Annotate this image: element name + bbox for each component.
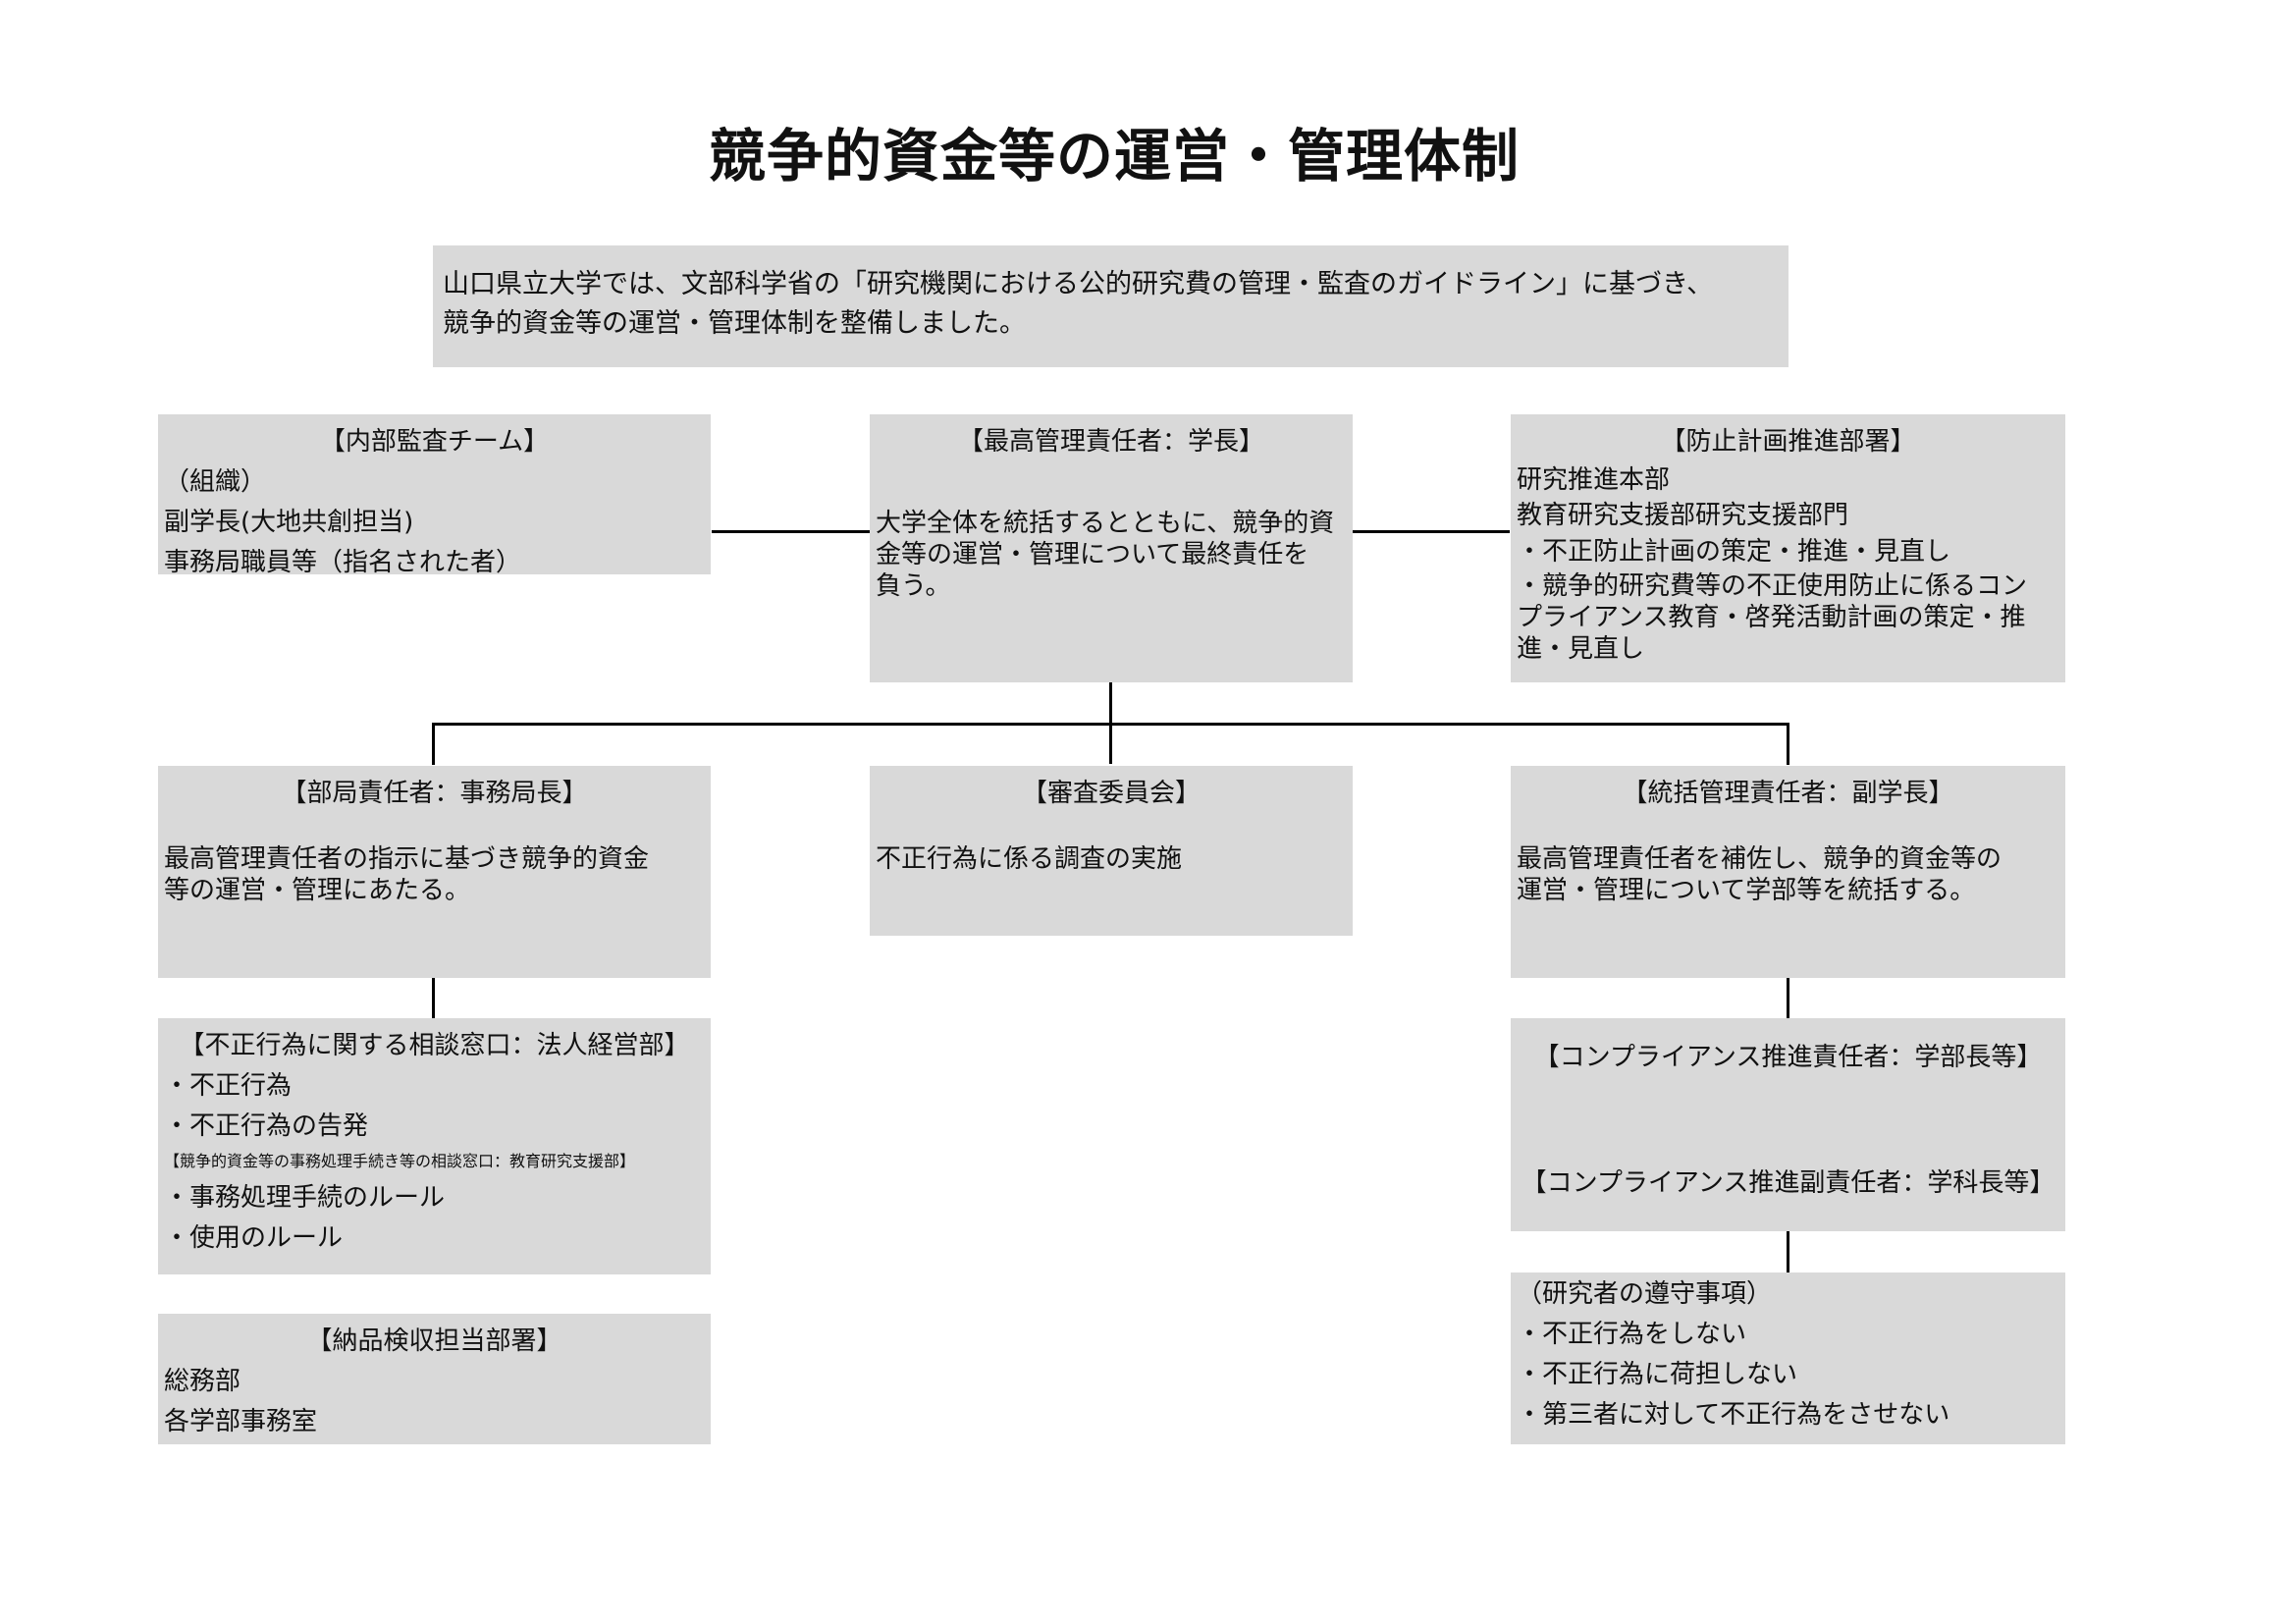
connector-vice-compliance bbox=[1787, 976, 1789, 1018]
prevention-dept-body-line: ・競争的研究費等の不正使用防止に係るコン bbox=[1517, 571, 2028, 601]
prevention-dept-box: 【防止計画推進部署】 研究推進本部 教育研究支援部研究支援部門 ・不正防止計画の… bbox=[1511, 414, 2065, 682]
consultation-line: ・事務処理手続のルール bbox=[164, 1183, 446, 1213]
consultation-line: ・不正行為 bbox=[164, 1071, 293, 1101]
president-body-line: 金等の運営・管理について最終責任を bbox=[876, 540, 1309, 569]
researcher-obligations-line: ・不正行為に荷担しない bbox=[1517, 1360, 1798, 1389]
consultation-line: ・使用のルール bbox=[164, 1223, 344, 1253]
internal-audit-line: 事務局職員等（指名された者） bbox=[164, 548, 522, 574]
vice-president-box: 【統括管理責任者：副学長】 最高管理責任者を補佐し、競争的資金等の 運営・管理に… bbox=[1511, 766, 2065, 978]
connector-bus-bureau bbox=[432, 723, 435, 765]
internal-audit-line: （組織） bbox=[164, 467, 267, 497]
delivery-inspection-line: 各学部事務室 bbox=[164, 1407, 318, 1436]
vice-president-header: 【統括管理責任者：副学長】 bbox=[1622, 779, 1954, 808]
delivery-inspection-header: 【納品検収担当部署】 bbox=[306, 1326, 562, 1356]
delivery-inspection-box: 【納品検収担当部署】 総務部 各学部事務室 bbox=[158, 1314, 711, 1444]
connector-horizontal-bus bbox=[432, 723, 1789, 726]
intro-line-2: 競争的資金等の運営・管理体制を整備しました。 bbox=[443, 308, 1026, 339]
prevention-dept-body-line: プライアンス教育・啓発活動計画の策定・推 bbox=[1517, 603, 2026, 632]
president-body-line: 大学全体を統括するとともに、競争的資 bbox=[876, 509, 1335, 538]
prevention-dept-body-line: 進・見直し bbox=[1517, 634, 1645, 664]
researcher-obligations-header: （研究者の遵守事項） bbox=[1517, 1279, 1773, 1309]
consultation-header: 【不正行為に関する相談窓口：法人経営部】 bbox=[179, 1031, 690, 1060]
prevention-dept-line: 教育研究支援部研究支援部門 bbox=[1517, 501, 1849, 530]
vice-president-body-line: 運営・管理について学部等を統括する。 bbox=[1517, 876, 1976, 905]
president-body-line: 負う。 bbox=[876, 571, 951, 601]
prevention-dept-line: 研究推進本部 bbox=[1517, 465, 1671, 495]
consultation-sub-header: 【競争的資金等の事務処理手続き等の相談窓口：教育研究支援部】 bbox=[164, 1152, 636, 1170]
connector-audit-president bbox=[712, 530, 871, 533]
bureau-box: 【部局責任者：事務局長】 最高管理責任者の指示に基づき競争的資金 等の運営・管理… bbox=[158, 766, 711, 978]
review-committee-body: 不正行為に係る調査の実施 bbox=[876, 844, 1183, 874]
connector-compliance-researcher bbox=[1787, 1231, 1789, 1272]
prevention-dept-line: ・不正防止計画の策定・推進・見直し bbox=[1517, 537, 1951, 567]
connector-president-prevention bbox=[1351, 530, 1510, 533]
researcher-obligations-line: ・第三者に対して不正行為をさせない bbox=[1517, 1400, 1950, 1430]
bureau-body-line: 等の運営・管理にあたる。 bbox=[164, 876, 471, 905]
internal-audit-line: 副学長(大地共創担当) bbox=[164, 508, 414, 537]
bureau-header: 【部局責任者：事務局長】 bbox=[281, 779, 588, 808]
connector-bureau-consult bbox=[432, 976, 435, 1018]
connector-bus-vice bbox=[1787, 723, 1789, 765]
compliance-head-header: 【コンプライアンス推進責任者：学部長等】 bbox=[1533, 1043, 2043, 1072]
president-box: 【最高管理責任者：学長】 大学全体を統括するとともに、競争的資 金等の運営・管理… bbox=[870, 414, 1353, 682]
researcher-obligations-box: （研究者の遵守事項） ・不正行為をしない ・不正行為に荷担しない ・第三者に対し… bbox=[1511, 1272, 2065, 1444]
review-committee-box: 【審査委員会】 不正行為に係る調査の実施 bbox=[870, 766, 1353, 936]
consultation-box: 【不正行為に関する相談窓口：法人経営部】 ・不正行為 ・不正行為の告発 【競争的… bbox=[158, 1018, 711, 1274]
delivery-inspection-line: 総務部 bbox=[164, 1367, 241, 1396]
review-committee-header: 【審査委員会】 bbox=[1021, 779, 1201, 808]
internal-audit-box: 【内部監査チーム】 （組織） 副学長(大地共創担当) 事務局職員等（指名された者… bbox=[158, 414, 711, 574]
president-header: 【最高管理責任者：学長】 bbox=[957, 427, 1264, 457]
bureau-body-line: 最高管理責任者の指示に基づき競争的資金 bbox=[164, 844, 650, 874]
intro-line-1: 山口県立大学では、文部科学省の「研究機関における公的研究費の管理・監査のガイドラ… bbox=[443, 269, 1714, 299]
compliance-box: 【コンプライアンス推進責任者：学部長等】 【コンプライアンス推進副責任者：学科長… bbox=[1511, 1018, 2065, 1231]
prevention-dept-header: 【防止計画推進部署】 bbox=[1660, 427, 1916, 457]
internal-audit-header: 【内部監査チーム】 bbox=[319, 427, 550, 457]
researcher-obligations-line: ・不正行為をしない bbox=[1517, 1320, 1747, 1349]
vice-president-body-line: 最高管理責任者を補佐し、競争的資金等の bbox=[1517, 844, 2002, 874]
consultation-line: ・不正行為の告発 bbox=[164, 1111, 369, 1141]
page-title: 競争的資金等の運営・管理体制 bbox=[708, 123, 1520, 189]
compliance-deputy-header: 【コンプライアンス推進副責任者：学科長等】 bbox=[1521, 1168, 2056, 1198]
intro-box: 山口県立大学では、文部科学省の「研究機関における公的研究費の管理・監査のガイドラ… bbox=[433, 245, 1789, 367]
